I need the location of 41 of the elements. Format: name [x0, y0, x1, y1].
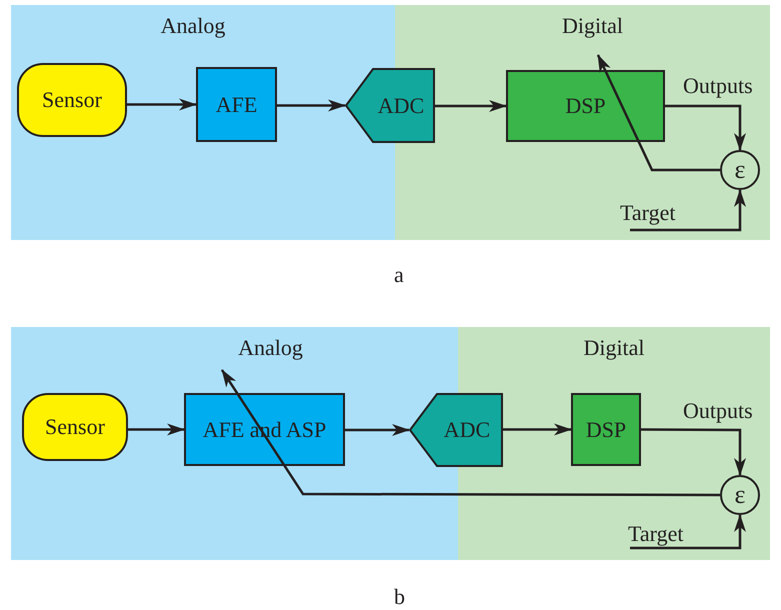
arrow	[435, 100, 507, 112]
arrow	[277, 100, 346, 112]
block-label: DSP	[565, 93, 606, 119]
block-label: DSP	[586, 416, 626, 442]
converter-block	[409, 393, 503, 467]
region-title: Analog	[160, 13, 226, 39]
summing-junction	[720, 150, 760, 190]
block-label: Sensor	[42, 87, 102, 113]
block-label: ε	[734, 155, 746, 185]
block-label: AFE	[216, 92, 258, 118]
arrow	[641, 428, 746, 476]
edge-label: Outputs	[683, 400, 753, 422]
block-label: ADC	[444, 417, 490, 443]
summing-junction	[720, 475, 760, 515]
arrow	[503, 424, 572, 436]
arrow	[596, 54, 720, 172]
arrow	[630, 514, 746, 550]
edge-label: Outputs	[683, 75, 753, 97]
edge-label: Target	[620, 202, 676, 224]
arrow	[127, 98, 197, 110]
arrow	[345, 424, 410, 436]
region-title: Digital	[583, 335, 645, 361]
region-title: Digital	[562, 13, 624, 39]
block-label: ε	[734, 480, 746, 510]
arrow	[220, 369, 720, 496]
caption: a	[394, 264, 404, 286]
caption: b	[394, 586, 405, 608]
process-block	[506, 70, 665, 142]
arrow	[630, 189, 746, 232]
block-label: ADC	[378, 92, 424, 118]
arrow	[665, 104, 746, 151]
sensor-block	[22, 393, 128, 461]
process-block	[184, 393, 345, 466]
sensor-block	[17, 63, 127, 137]
arrow	[128, 424, 185, 436]
block-label: Sensor	[45, 414, 105, 440]
process-block	[571, 393, 641, 466]
region-title: Analog	[238, 335, 303, 361]
edge-label: Target	[628, 523, 684, 545]
converter-block	[345, 68, 435, 143]
process-block	[196, 67, 277, 142]
